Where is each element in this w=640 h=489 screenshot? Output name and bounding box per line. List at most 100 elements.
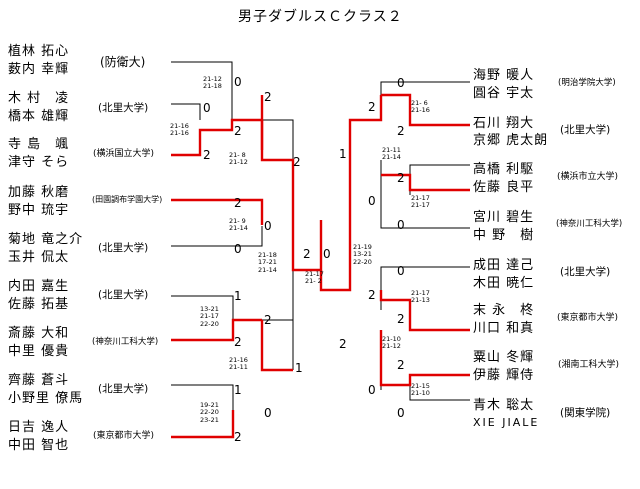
- score-right-r1-a: 21- 6 21-16: [411, 99, 430, 115]
- left-team-4-player-1: 加藤 秋磨: [8, 185, 70, 200]
- score-right-semi: 21-19 13-21 22-20: [353, 243, 372, 266]
- right-team-3-player-2: 佐藤 良平: [473, 180, 535, 195]
- games-count: 2: [397, 358, 405, 372]
- games-count: 2: [397, 124, 405, 138]
- right-team-1-player-1: 海野 暖人: [473, 68, 535, 83]
- games-count: 0: [368, 194, 376, 208]
- left-team-7-affiliation: (神奈川工科大学): [92, 337, 159, 347]
- left-team-8-player-1: 齊藤 蒼斗: [8, 373, 70, 388]
- left-team-6-affiliation: (北里大学): [98, 289, 149, 301]
- games-count: 0: [264, 406, 272, 420]
- games-count: 2: [397, 171, 405, 185]
- games-count: 0: [368, 383, 376, 397]
- games-count: 0: [234, 242, 242, 256]
- right-team-8-player-1: 青木 聡太: [473, 398, 535, 413]
- left-team-6-player-2: 佐藤 拓基: [8, 297, 70, 312]
- left-team-1-affiliation: (防衛大): [100, 55, 146, 69]
- right-team-7-player-2: 伊藤 輝侍: [473, 368, 535, 383]
- games-count: 2: [303, 247, 311, 261]
- score-left-semi: 21-18 17-21 21-14: [258, 251, 277, 274]
- games-count: 2: [264, 313, 272, 327]
- left-team-5-player-2: 玉井 侃太: [8, 250, 70, 265]
- left-team-4-affiliation: (田園調布学園大学): [92, 195, 163, 204]
- left-team-9-player-1: 日吉 逸人: [8, 420, 70, 435]
- left-team-5-player-1: 菊地 竜之介: [8, 232, 84, 247]
- score-left-r2-c: 21-16 21-11: [229, 356, 248, 372]
- right-team-5-player-1: 成田 達己: [473, 258, 535, 273]
- score-right-r1-b: 21-17 21-17: [411, 194, 430, 210]
- games-count: 2: [234, 196, 242, 210]
- left-team-2-player-2: 橋本 雄輝: [8, 109, 70, 124]
- right-team-5-player-2: 木田 暁仁: [473, 276, 535, 291]
- left-team-8-affiliation: (北里大学): [98, 383, 149, 395]
- left-team-6-player-1: 内田 嘉生: [8, 279, 70, 294]
- right-team-7-player-1: 粟山 冬輝: [473, 350, 535, 365]
- score-left-r1-b: 21-16 21-16: [170, 122, 189, 138]
- games-count: 0: [234, 75, 242, 89]
- score-left-r1-a: 21-12 21-18: [203, 75, 222, 91]
- games-count: 2: [234, 335, 242, 349]
- score-right-r2-b: 21-10 21-12: [382, 335, 401, 351]
- score-left-r2-a: 21- 8 21-12: [229, 151, 248, 167]
- right-team-2-player-1: 石川 翔大: [473, 116, 535, 131]
- right-team-2-affiliation: (北里大学): [560, 124, 611, 136]
- games-count: 1: [295, 361, 303, 375]
- games-count: 1: [234, 383, 242, 397]
- right-team-7-affiliation: (湘南工科大学): [558, 360, 620, 370]
- left-team-4-player-2: 野中 琉宇: [8, 203, 70, 218]
- games-count: 2: [264, 90, 272, 104]
- left-team-8-player-2: 小野里 僚馬: [8, 391, 84, 406]
- left-team-2-player-1: 木 村 凌: [8, 91, 70, 106]
- score-left-r1-d: 19-21 22-20 23-21: [200, 401, 219, 424]
- score-left-r2-b: 21- 9 21-14: [229, 217, 248, 233]
- right-team-3-affiliation: (横浜市立大学): [557, 172, 619, 182]
- games-count: 2: [368, 288, 376, 302]
- right-team-4-affiliation: (神奈川工科大学): [556, 219, 623, 229]
- right-team-1-affiliation: (明治学院大学): [558, 78, 616, 88]
- right-team-8-player-2: XIE JIALE: [473, 416, 540, 429]
- games-count: 0: [397, 264, 405, 278]
- left-team-5-affiliation: (北里大学): [98, 242, 149, 254]
- games-count: 0: [203, 101, 211, 115]
- games-count: 2: [368, 100, 376, 114]
- right-team-6-affiliation: (東京都市大学): [557, 313, 619, 323]
- right-team-4-player-1: 宮川 碧生: [473, 210, 535, 225]
- right-team-6-player-2: 川口 和真: [473, 321, 535, 336]
- score-final: 21-17 21- 2: [305, 270, 324, 286]
- left-team-3-affiliation: (横浜国立大学): [93, 149, 155, 159]
- right-team-6-player-1: 末 永 柊: [473, 303, 535, 318]
- games-count: 0: [397, 76, 405, 90]
- right-team-1-player-2: 圓谷 宇太: [473, 86, 535, 101]
- left-team-3-player-2: 津守 そら: [8, 155, 70, 170]
- left-team-7-player-1: 斎藤 大和: [8, 326, 70, 341]
- games-count: 0: [397, 406, 405, 420]
- left-team-7-player-2: 中里 優貴: [8, 344, 70, 359]
- score-right-r1-c: 21-17 21-13: [411, 289, 430, 305]
- left-team-9-affiliation: (東京都市大学): [93, 431, 155, 441]
- score-right-r2-a: 21-11 21-14: [382, 146, 401, 162]
- games-count: 0: [397, 218, 405, 232]
- score-left-r1-c: 13-21 21-17 22-20: [200, 305, 219, 328]
- games-count: 2: [234, 124, 242, 138]
- right-team-2-player-2: 京郷 虎太朗: [473, 133, 549, 148]
- games-count: 2: [293, 155, 301, 169]
- left-team-3-player-1: 寺 島 颯: [8, 137, 70, 152]
- games-count: 2: [203, 148, 211, 162]
- games-count: 2: [234, 430, 242, 444]
- left-team-1-player-1: 植林 拓心: [8, 44, 70, 59]
- left-team-9-player-2: 中田 智也: [8, 438, 70, 453]
- left-team-2-affiliation: (北里大学): [98, 102, 149, 114]
- right-team-3-player-1: 高橋 利駆: [473, 162, 535, 177]
- games-count: 1: [234, 289, 242, 303]
- games-count: 0: [264, 219, 272, 233]
- right-team-5-affiliation: (北里大学): [560, 266, 611, 278]
- games-count: 0: [323, 247, 331, 261]
- left-team-1-player-2: 薮内 幸輝: [8, 62, 70, 77]
- games-count: 1: [339, 147, 347, 161]
- right-team-4-player-2: 中 野 樹: [473, 228, 535, 243]
- right-team-8-affiliation: (関東学院): [560, 407, 611, 419]
- games-count: 2: [397, 312, 405, 326]
- games-count: 2: [339, 337, 347, 351]
